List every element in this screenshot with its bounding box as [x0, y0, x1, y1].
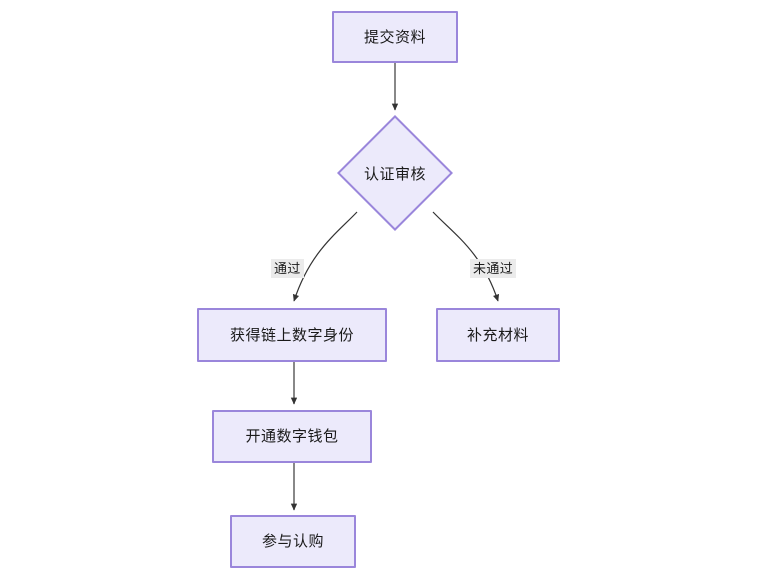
node-identity-label: 获得链上数字身份	[229, 326, 354, 344]
edge-label-pass-text: 通过	[274, 261, 301, 276]
node-submit-label: 提交资料	[363, 28, 426, 46]
node-subscribe[interactable]: 参与认购	[230, 515, 356, 568]
node-wallet[interactable]: 开通数字钱包	[212, 410, 372, 463]
edge-label-pass: 通过	[271, 259, 304, 278]
node-review[interactable]: 认证审核	[337, 115, 453, 231]
node-supplement-label: 补充材料	[466, 326, 529, 344]
node-identity[interactable]: 获得链上数字身份	[197, 308, 387, 362]
edge-label-fail: 未通过	[470, 259, 517, 278]
node-supplement[interactable]: 补充材料	[436, 308, 560, 362]
node-submit[interactable]: 提交资料	[332, 11, 458, 63]
node-subscribe-label: 参与认购	[261, 533, 324, 550]
node-wallet-label: 开通数字钱包	[245, 428, 339, 445]
edge-label-fail-text: 未通过	[473, 261, 514, 276]
node-review-label: 认证审核	[363, 165, 426, 183]
